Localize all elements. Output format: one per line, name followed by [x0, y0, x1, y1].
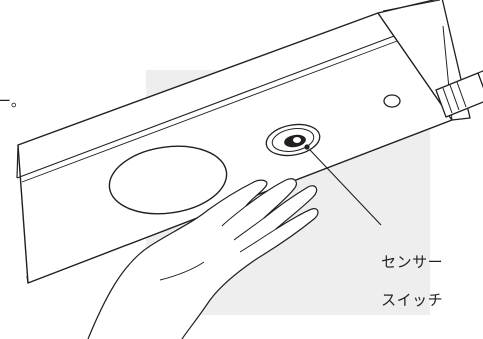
screw-hole-icon	[384, 95, 400, 107]
clipped-edge-text: ー。	[0, 93, 26, 109]
sensor-switch-label: センサー スイッチ	[360, 234, 443, 329]
sensor-switch-label-line-1: センサー	[381, 253, 443, 271]
sensor-switch-label-line-2: スイッチ	[381, 291, 443, 309]
